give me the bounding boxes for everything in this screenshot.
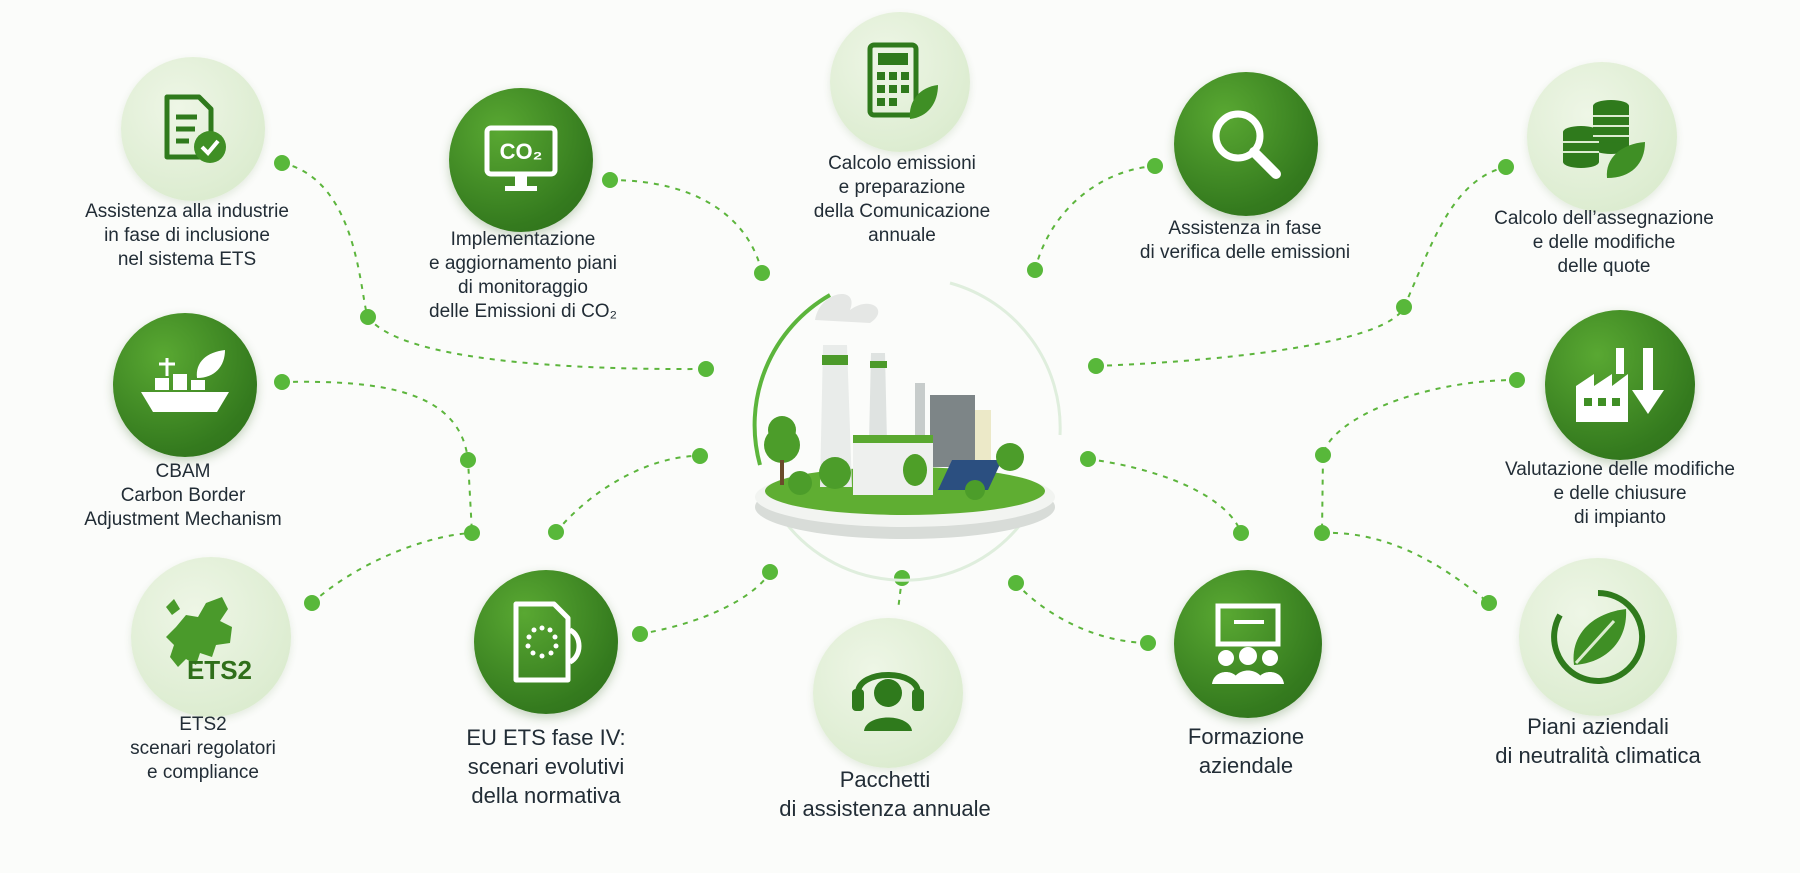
ets-inclusion-label: Assistenza alla industrie in fase di inc… [85,201,289,270]
training-label: Formazione aziendale [1187,724,1305,778]
neutrality-label: Piani aziendali di neutralità climatica [1495,714,1701,768]
monitoring-plans-circle: CO₂ [449,88,593,232]
magnifier-icon [1212,110,1281,179]
document-check-icon [164,94,226,163]
annual-packages-label: Pacchetti di assistenza annuale [779,767,991,821]
neutrality-circle [1519,558,1677,716]
ship-leaf-icon [141,350,229,412]
allocation-circle [1527,62,1677,212]
europe-map-icon: ETS2 [166,597,252,685]
factory-down-arrow-icon [1576,348,1664,422]
hub-factory-illustration [720,265,1080,585]
coins-leaf-icon [1563,100,1645,178]
emission-calc-circle [830,12,970,152]
verification-label: Assistenza in fase di verifica delle emi… [1139,218,1351,263]
presentation-group-icon [1212,603,1284,684]
training-circle [1174,570,1322,718]
leaf-cycle-icon [1551,590,1646,684]
monitoring-plans-label: Implementazione e aggiornamento piani di… [428,229,618,322]
plant-changes-label: Valutazione delle modifiche e delle chiu… [1505,459,1735,528]
verification-circle [1174,72,1318,216]
cbam-label: CBAM Carbon Border Adjustment Mechanism [84,461,282,530]
eu-ets-phase4-label: EU ETS fase IV: scenari evolutivi della … [466,725,626,808]
svg-text:ETS2: ETS2 [187,655,252,685]
plant-changes-circle [1545,310,1695,460]
calculator-leaf-icon [867,42,938,119]
svg-text:CO₂: CO₂ [500,139,543,164]
headset-person-icon [852,672,924,731]
emission-calc-label: Calcolo emissioni e preparazione della C… [813,153,991,246]
ets2-circle: ETS2 [131,557,291,717]
cbam-circle [113,313,257,457]
ets2-label: ETS2 scenari regolatori e compliance [130,714,276,783]
green-factory-island-icon [752,281,1062,582]
annual-packages-circle [813,618,963,768]
allocation-label: Calcolo dell’assegnazione e delle modifi… [1494,208,1714,277]
co2-monitor-icon: CO₂ [484,125,558,191]
eu-ets-phase4-circle [474,570,618,714]
ets-inclusion-circle [121,57,265,201]
eu-document-icon [513,601,582,683]
